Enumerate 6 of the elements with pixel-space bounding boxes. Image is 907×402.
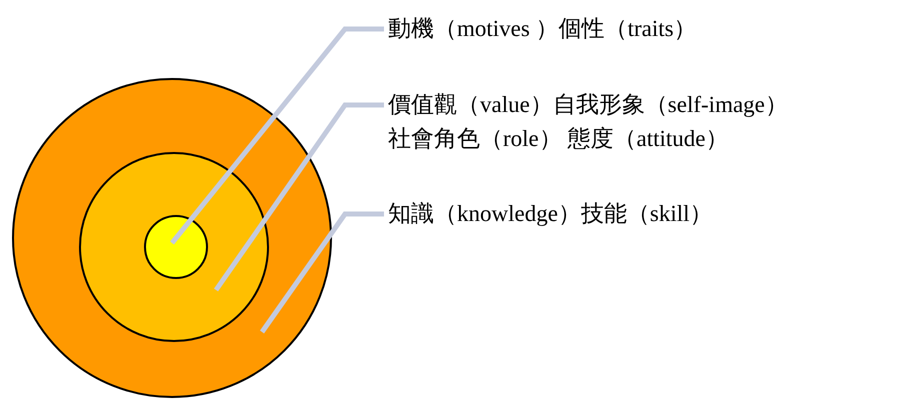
annotation-text: 價值觀（value）自我形象（self-image）社會角色（role） 態度（attitude） (388, 88, 800, 156)
leader-line (170, 26, 384, 245)
annotation-text: 知識（knowledge）技能（skill） (388, 197, 888, 231)
annotation-text: 動機（motives ）個性（traits） (388, 12, 888, 46)
leader-line (214, 102, 384, 292)
leader-line (260, 212, 384, 334)
